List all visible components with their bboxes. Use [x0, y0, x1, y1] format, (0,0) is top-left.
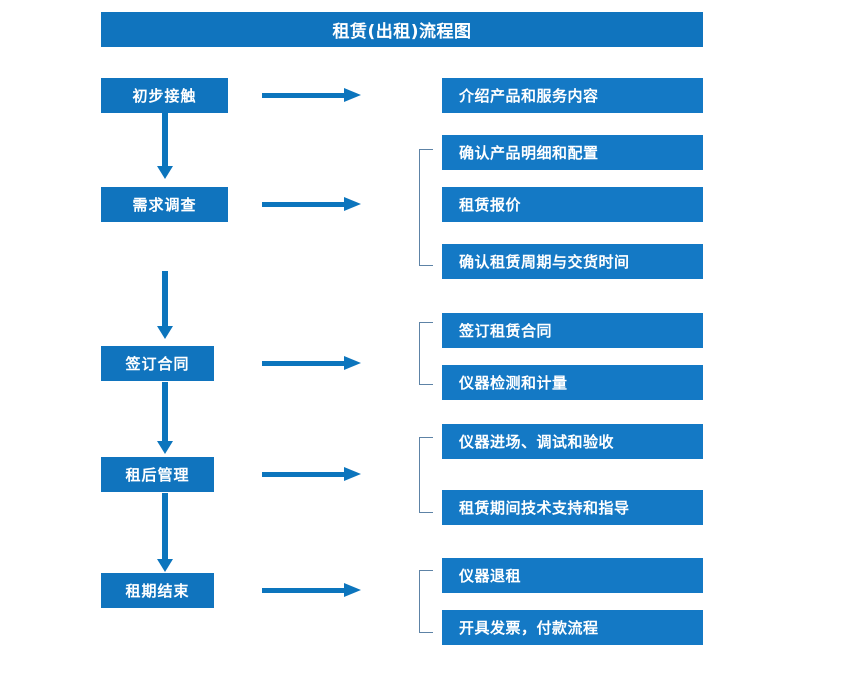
flow-arrow-down-2 — [157, 382, 173, 454]
detail-box-3-1[interactable]: 租赁期间技术支持和指导 — [442, 490, 703, 525]
detail-box-3-0[interactable]: 仪器进场、调试和验收 — [442, 424, 703, 459]
detail-box-2-0[interactable]: 签订租赁合同 — [442, 313, 703, 348]
arrow-head — [157, 441, 173, 454]
group-bracket-2 — [419, 322, 433, 385]
group-bracket-3 — [419, 437, 433, 513]
arrow-head — [344, 583, 361, 597]
arrow-head — [344, 467, 361, 481]
arrow-shaft — [262, 202, 346, 207]
detail-box-1-1[interactable]: 租赁报价 — [442, 187, 703, 222]
stage-box-2[interactable]: 签订合同 — [101, 346, 214, 381]
stage-box-3[interactable]: 租后管理 — [101, 457, 214, 492]
page-title: 租赁(出租)流程图 — [101, 12, 703, 47]
flow-arrow-right-4 — [262, 582, 362, 598]
arrow-head — [157, 166, 173, 179]
arrow-shaft — [162, 382, 168, 441]
stage-box-1[interactable]: 需求调查 — [101, 187, 228, 222]
flow-arrow-down-3 — [157, 493, 173, 572]
arrow-shaft — [262, 472, 346, 477]
arrow-head — [157, 559, 173, 572]
arrow-head — [157, 326, 173, 339]
arrow-head — [344, 356, 361, 370]
detail-box-1-0[interactable]: 确认产品明细和配置 — [442, 135, 703, 170]
arrow-shaft — [162, 113, 168, 166]
flow-arrow-down-1 — [157, 271, 173, 339]
detail-box-2-1[interactable]: 仪器检测和计量 — [442, 365, 703, 400]
detail-box-1-2[interactable]: 确认租赁周期与交货时间 — [442, 244, 703, 279]
arrow-head — [344, 88, 361, 102]
detail-box-4-1[interactable]: 开具发票，付款流程 — [442, 610, 703, 645]
arrow-shaft — [162, 271, 168, 326]
flow-arrow-right-2 — [262, 355, 362, 371]
flow-arrow-right-3 — [262, 466, 362, 482]
arrow-head — [344, 197, 361, 211]
group-bracket-1 — [419, 149, 433, 266]
arrow-shaft — [262, 361, 346, 366]
flow-arrow-down-0 — [157, 113, 173, 179]
arrow-shaft — [262, 588, 346, 593]
detail-box-0-0[interactable]: 介绍产品和服务内容 — [442, 78, 703, 113]
arrow-shaft — [162, 493, 168, 559]
detail-box-4-0[interactable]: 仪器退租 — [442, 558, 703, 593]
arrow-shaft — [262, 93, 346, 98]
stage-box-4[interactable]: 租期结束 — [101, 573, 214, 608]
stage-box-0[interactable]: 初步接触 — [101, 78, 228, 113]
flow-arrow-right-0 — [262, 87, 362, 103]
flow-arrow-right-1 — [262, 196, 362, 212]
group-bracket-4 — [419, 570, 433, 633]
